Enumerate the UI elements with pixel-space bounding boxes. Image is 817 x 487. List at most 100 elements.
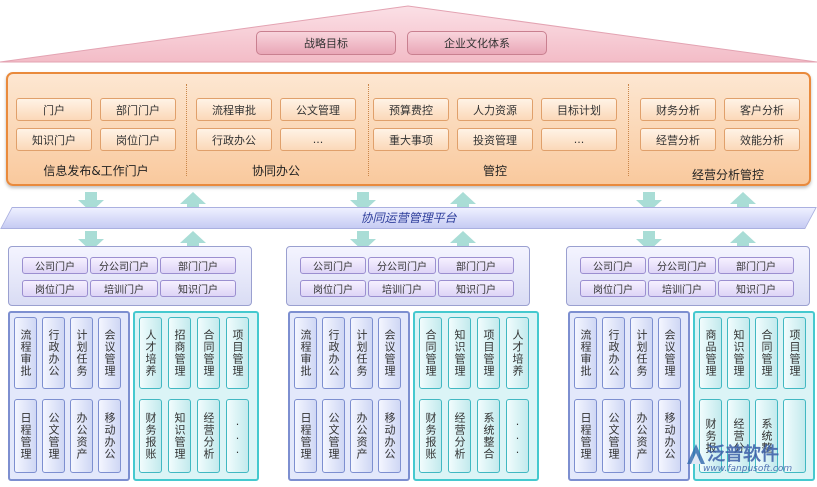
branch-portal[interactable]: 分公司门户: [90, 257, 158, 274]
blank-box[interactable]: [783, 399, 806, 473]
system-integration-box[interactable]: 系统整合: [477, 399, 500, 473]
admin-office-box[interactable]: 行政办公: [196, 128, 272, 151]
fanpu-logo-icon: [687, 444, 705, 464]
more-box[interactable]: ...: [226, 399, 249, 473]
dept-portal[interactable]: 部门门户: [438, 257, 514, 274]
company-portal[interactable]: 公司门户: [580, 257, 646, 274]
dept-portal-box[interactable]: 部门门户: [100, 98, 176, 121]
company-portal[interactable]: 公司门户: [300, 257, 366, 274]
schedule-mgmt-box[interactable]: 日程管理: [574, 399, 597, 473]
budget-control-box[interactable]: 预算费控: [373, 98, 449, 121]
document-mgmt-box[interactable]: 公文管理: [42, 399, 65, 473]
admin-office-box[interactable]: 行政办公: [322, 317, 345, 389]
knowledge-portal[interactable]: 知识门户: [438, 280, 514, 297]
project-mgmt-box[interactable]: 项目管理: [477, 317, 500, 389]
mobile-office-box[interactable]: 移动办公: [658, 399, 681, 473]
contract-mgmt-box[interactable]: 合同管理: [419, 317, 442, 389]
project-mgmt-box[interactable]: 项目管理: [226, 317, 249, 389]
workflow-approval-box[interactable]: 流程审批: [294, 317, 317, 389]
plan-task-box[interactable]: 计划任务: [350, 317, 373, 389]
contract-mgmt-box[interactable]: 合同管理: [197, 317, 220, 389]
post-portal-box[interactable]: 岗位门户: [100, 128, 176, 151]
document-mgmt-box[interactable]: 公文管理: [602, 399, 625, 473]
knowledge-mgmt-box[interactable]: 知识管理: [727, 317, 750, 389]
arrow-down-icon: [350, 192, 376, 212]
dept-portal[interactable]: 部门门户: [718, 257, 794, 274]
more-box[interactable]: ...: [280, 128, 356, 151]
operation-analysis-box[interactable]: 经营分: [727, 399, 750, 473]
operation-analysis-box[interactable]: 经营分析: [448, 399, 471, 473]
post-portal[interactable]: 岗位门户: [22, 280, 88, 297]
watermark-brand: 泛普软件: [707, 444, 779, 465]
project-mgmt-box[interactable]: 项目管理: [783, 317, 806, 389]
goods-mgmt-box[interactable]: 商品管理: [699, 317, 722, 389]
meeting-mgmt-box[interactable]: 会议管理: [658, 317, 681, 389]
arrow-up-icon: [180, 192, 206, 212]
unit-2-portal-box: [286, 246, 530, 306]
section-divider: [186, 84, 187, 176]
arrow-up-icon: [180, 231, 206, 251]
knowledge-mgmt-box[interactable]: 知识管理: [168, 399, 191, 473]
contract-mgmt-box[interactable]: 合同管理: [755, 317, 778, 389]
company-portal[interactable]: 公司门户: [22, 257, 88, 274]
talent-training-box[interactable]: 人才培养: [139, 317, 162, 389]
portal-box[interactable]: 门户: [16, 98, 92, 121]
more-box[interactable]: ...: [506, 399, 529, 473]
section-label-collab: 协同办公: [251, 164, 300, 178]
training-portal[interactable]: 培训门户: [368, 280, 436, 297]
investment-mgmt-box[interactable]: 投资管理: [457, 128, 533, 151]
document-mgmt-box[interactable]: 公文管理: [322, 399, 345, 473]
major-matters-box[interactable]: 重大事项: [373, 128, 449, 151]
knowledge-portal[interactable]: 知识门户: [718, 280, 794, 297]
operation-analysis-box[interactable]: 经营分析: [640, 128, 716, 151]
arrow-up-icon: [730, 231, 756, 251]
section-divider: [368, 84, 369, 176]
finance-reimburse-box[interactable]: 财务报账: [139, 399, 162, 473]
admin-office-box[interactable]: 行政办公: [602, 317, 625, 389]
hr-box[interactable]: 人力资源: [457, 98, 533, 121]
meeting-mgmt-box[interactable]: 会议管理: [98, 317, 121, 389]
branch-portal[interactable]: 分公司门户: [368, 257, 436, 274]
admin-office-box[interactable]: 行政办公: [42, 317, 65, 389]
operation-analysis-box[interactable]: 经营分析: [197, 399, 220, 473]
customer-analysis-box[interactable]: 客户分析: [724, 98, 800, 121]
meeting-mgmt-box[interactable]: 会议管理: [378, 317, 401, 389]
more-box[interactable]: ...: [541, 128, 617, 151]
culture-system-button[interactable]: 企业文化体系: [407, 31, 547, 55]
schedule-mgmt-box[interactable]: 日程管理: [14, 399, 37, 473]
workflow-approval-box[interactable]: 流程审批: [574, 317, 597, 389]
talent-training-box[interactable]: 人才培养: [506, 317, 529, 389]
training-portal[interactable]: 培训门户: [90, 280, 158, 297]
strategy-goal-button[interactable]: 战略目标: [256, 31, 396, 55]
post-portal[interactable]: 岗位门户: [580, 280, 646, 297]
training-portal[interactable]: 培训门户: [648, 280, 716, 297]
dept-portal[interactable]: 部门门户: [160, 257, 236, 274]
goal-plan-box[interactable]: 目标计划: [541, 98, 617, 121]
section-label-info-portal: 信息发布&工作门户: [43, 164, 149, 178]
investment-promotion-box[interactable]: 招商管理: [168, 317, 191, 389]
efficiency-analysis-box[interactable]: 效能分析: [724, 128, 800, 151]
finance-reimburse-box[interactable]: 财务报账: [419, 399, 442, 473]
workflow-approval-box[interactable]: 流程审批: [14, 317, 37, 389]
fanpusoft-watermark: 泛普软件 www.fanpusoft.com: [685, 440, 815, 480]
knowledge-mgmt-box[interactable]: 知识管理: [448, 317, 471, 389]
office-assets-box[interactable]: 办公资产: [630, 399, 653, 473]
post-portal[interactable]: 岗位门户: [300, 280, 366, 297]
mobile-office-box[interactable]: 移动办公: [98, 399, 121, 473]
office-assets-box[interactable]: 办公资产: [70, 399, 93, 473]
document-mgmt-box[interactable]: 公文管理: [280, 98, 356, 121]
arrow-up-icon: [730, 192, 756, 212]
finance-analysis-box[interactable]: 财务分析: [640, 98, 716, 121]
schedule-mgmt-box[interactable]: 日程管理: [294, 399, 317, 473]
finance-reimburse-box[interactable]: 财务报: [699, 399, 722, 473]
knowledge-portal[interactable]: 知识门户: [160, 280, 236, 297]
knowledge-portal-box[interactable]: 知识门户: [16, 128, 92, 151]
plan-task-box[interactable]: 计划任务: [630, 317, 653, 389]
branch-portal[interactable]: 分公司门户: [648, 257, 716, 274]
plan-task-box[interactable]: 计划任务: [70, 317, 93, 389]
system-integration-box[interactable]: 系统整: [755, 399, 778, 473]
mobile-office-box[interactable]: 移动办公: [378, 399, 401, 473]
workflow-approval-box[interactable]: 流程审批: [196, 98, 272, 121]
unit-1-portal-box: [8, 246, 252, 306]
office-assets-box[interactable]: 办公资产: [350, 399, 373, 473]
